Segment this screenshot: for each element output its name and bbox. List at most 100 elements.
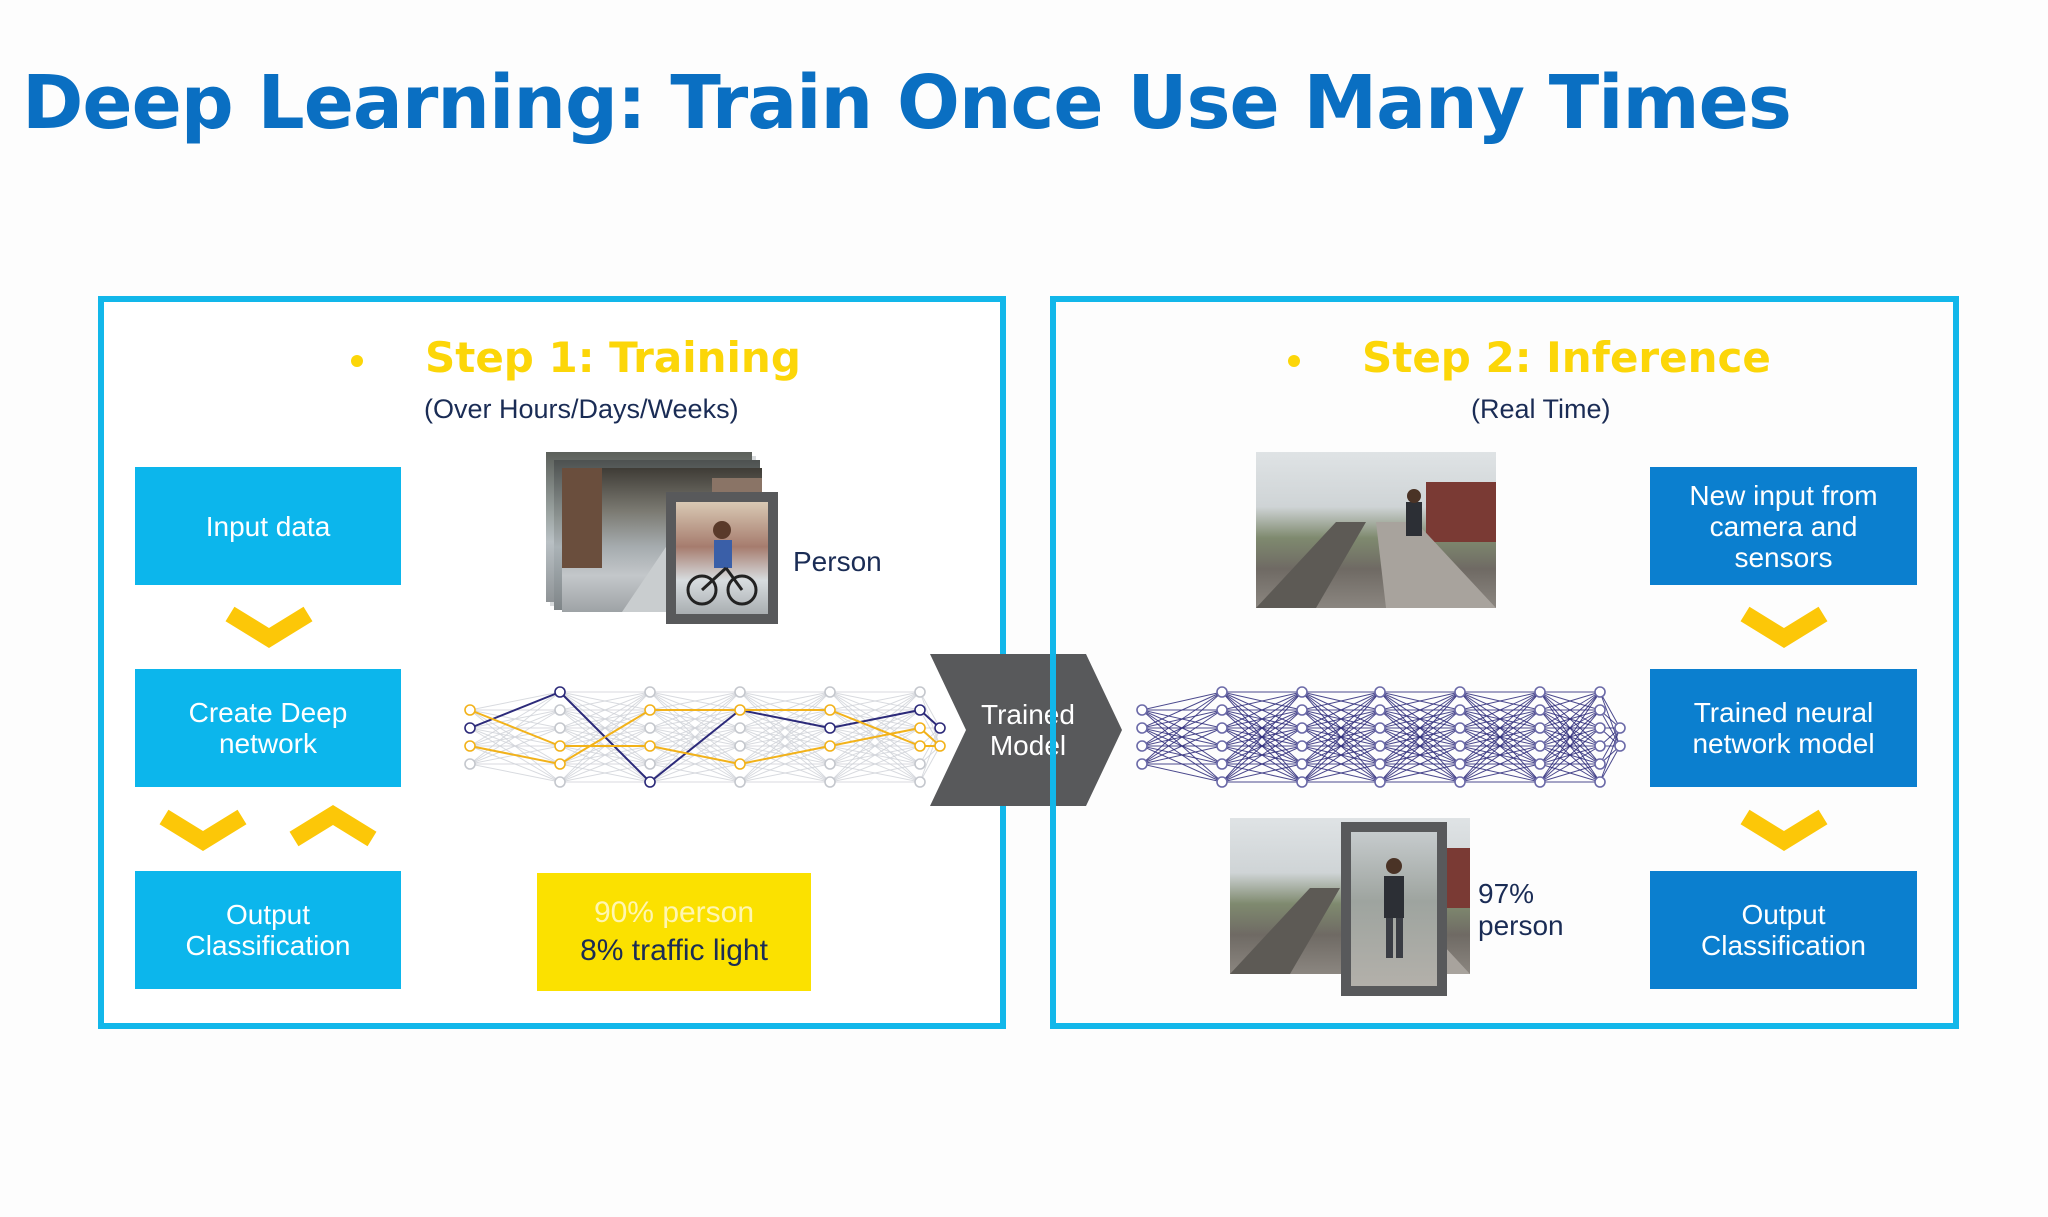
network-node [464,758,476,770]
network-node [824,758,836,770]
network-node [1594,722,1606,734]
network-edge [1221,745,1303,783]
network-edge [1141,709,1223,765]
network-edge [739,763,831,783]
network-edge [469,763,561,783]
network-node [1594,776,1606,788]
network-edge [1459,691,1541,711]
result-line-traffic-light: 8% traffic light [580,934,768,967]
network-node [644,704,656,716]
training-subtitle: (Over Hours/Days/Weeks) [424,394,739,424]
network-node [1594,740,1606,752]
network-edge [1301,727,1381,783]
network-edge [1141,691,1223,747]
network-node [1614,722,1626,734]
network-node [1594,704,1606,716]
network-edge [739,691,831,711]
network-edge [1459,709,1541,783]
network-active-path [469,691,561,729]
network-edge [829,691,921,711]
network-node [554,686,566,698]
network-active-path [829,709,921,747]
network-node [1534,740,1546,752]
network-active-path [469,745,561,765]
network-edge [919,727,941,783]
network-edge [1459,691,1541,747]
network-node [914,758,926,770]
network-node [1296,758,1308,770]
network-node [734,740,746,752]
inference-result-label: 97% person [1478,878,1564,942]
network-edge [649,691,741,747]
network-node [1454,776,1466,788]
network-node [1594,686,1606,698]
network-edge [1599,727,1621,765]
network-edge [1539,745,1601,783]
network-edge [1539,727,1601,783]
network-edge [469,709,561,765]
network-edge [1301,691,1381,729]
network-edge [1599,691,1621,729]
network-edge [1539,691,1601,711]
network-edge [1379,709,1461,783]
person-bounding-box [1341,822,1447,996]
network-edge [739,709,831,783]
network-edge [559,691,651,765]
network-edge [1459,691,1541,729]
network-node [1296,722,1308,734]
network-edge [829,745,921,783]
network-edge [1221,727,1303,783]
network-node [1136,758,1148,770]
network-edge [1539,763,1601,783]
network-edge [919,691,941,729]
network-node [734,758,746,770]
chevron-down-icon [1740,809,1828,851]
network-edge [1459,691,1541,783]
trained-model-arrow [930,654,1122,806]
network-node [1454,704,1466,716]
network-node [1454,758,1466,770]
network-node [914,722,926,734]
person-bounding-box [666,492,778,624]
network-edge [829,727,921,783]
network-node [644,686,656,698]
cyclist-icon [686,521,758,606]
network-node [554,722,566,734]
network-edge [1539,691,1601,783]
inference-output-box: Output Classification [1650,871,1917,989]
training-create-box: Create Deep network [135,669,401,787]
network-edge [559,691,651,729]
network-edge [1539,691,1601,729]
network-node [914,704,926,716]
network-edge [829,691,921,729]
network-node [1216,776,1228,788]
network-edge [649,745,741,783]
network-node [554,758,566,770]
network-edge [1221,691,1303,711]
network-edge [649,763,741,783]
inference-step-title: Step 2: Inference [1362,333,1771,382]
network-node [1296,704,1308,716]
network-node [1534,776,1546,788]
training-result-box: 90% person 8% traffic light [537,873,811,991]
network-node [464,704,476,716]
network-node [554,704,566,716]
chevron-down-icon [159,809,247,851]
network-edge [1301,691,1381,711]
network-active-path [829,727,921,747]
network-edge [1301,691,1381,783]
inference-neural-network [1136,686,1626,788]
network-edge [1141,691,1223,711]
training-image-label: Person [793,546,882,577]
page-title: Deep Learning: Train Once Use Many Times [22,60,1792,146]
network-active-path [469,709,561,747]
network-active-path [739,745,831,765]
network-node [824,704,836,716]
network-node [1374,722,1386,734]
network-node [1216,686,1228,698]
network-edge [1301,691,1381,747]
network-node [554,776,566,788]
network-edge [1379,727,1461,783]
network-edge [1459,691,1541,765]
network-node [734,704,746,716]
